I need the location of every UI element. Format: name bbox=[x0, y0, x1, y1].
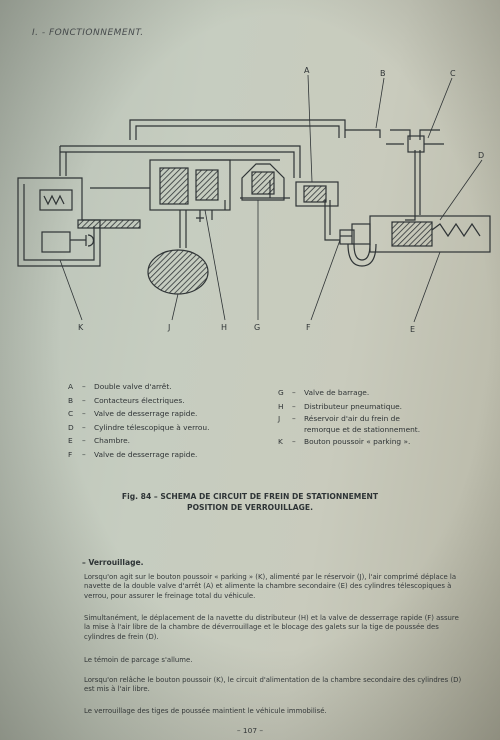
figure-caption-line1: Fig. 84 – SCHEMA DE CIRCUIT DE FREIN DE … bbox=[121, 492, 379, 501]
component-D-cylinder bbox=[340, 215, 491, 253]
legend-left: A–Double valve d'arrêt. B–Contacteurs él… bbox=[68, 380, 209, 461]
diagram-label-K: K bbox=[78, 323, 84, 332]
diagram-label-J: J bbox=[167, 323, 170, 332]
paragraph-2: Simultanément, le déplacement de la nave… bbox=[84, 614, 459, 641]
legend-item: K–Bouton poussoir « parking ». bbox=[278, 437, 411, 446]
diagram-label-C: C bbox=[450, 69, 456, 78]
paragraph-1: Lorsqu'on agit sur le bouton poussoir « … bbox=[84, 573, 457, 600]
legend-item: E–Chambre. bbox=[68, 436, 131, 445]
component-C-quick-release bbox=[386, 135, 444, 153]
component-F-valve bbox=[339, 229, 377, 267]
legend-item: B–Contacteurs électriques. bbox=[68, 395, 185, 405]
leader-lines bbox=[59, 74, 483, 323]
section-header: I. - FONCTIONNEMENT. bbox=[32, 28, 144, 38]
legend-item: D–Cylindre télescopique à verrou. bbox=[68, 422, 210, 432]
diagram-label-H: H bbox=[221, 323, 227, 332]
diagram-label-F: F bbox=[306, 323, 311, 332]
section-title: – Verrouillage. bbox=[82, 558, 144, 567]
paragraph-5: Le verrouillage des tiges de poussée mai… bbox=[84, 707, 327, 715]
legend-item: remorque et de stationnement. bbox=[304, 425, 421, 434]
figure-caption-line2: POSITION DE VERROUILLAGE. bbox=[187, 503, 313, 512]
diagram-label-G: G bbox=[254, 323, 260, 332]
component-J-reservoir bbox=[147, 249, 209, 295]
legend-item: J–Réservoir d'air du frein de bbox=[278, 414, 400, 423]
component-A-double-valve bbox=[295, 181, 339, 207]
paragraph-3: Le témoin de parcage s'allume. bbox=[84, 656, 193, 664]
page-number: – 107 – bbox=[236, 726, 264, 735]
legend-item: G–Valve de barrage. bbox=[278, 388, 370, 397]
diagram-label-E: E bbox=[410, 325, 415, 334]
diagram-label-A: A bbox=[304, 66, 310, 75]
component-H-distributor bbox=[149, 159, 231, 222]
pipe-lines bbox=[59, 119, 440, 248]
component-K-housing bbox=[17, 177, 141, 267]
legend-item: C–Valve de desserrage rapide. bbox=[68, 409, 198, 418]
component-G-valve bbox=[241, 163, 285, 201]
legend-right: G–Valve de barrage. H–Distributeur pneum… bbox=[278, 386, 420, 449]
legend-item: F–Valve de desserrage rapide. bbox=[68, 449, 198, 459]
legend-item: H–Distributeur pneumatique. bbox=[278, 401, 403, 411]
figure-caption: Fig. 84 – SCHEMA DE CIRCUIT DE FREIN DE … bbox=[100, 491, 400, 513]
paragraph-4: Lorsqu'on relâche le bouton poussoir (K)… bbox=[84, 676, 462, 694]
brake-circuit-diagram: A B C D E F G H J K bbox=[17, 66, 491, 334]
legend-item: A–Double valve d'arrêt. bbox=[68, 382, 172, 391]
diagram-label-D: D bbox=[478, 151, 484, 160]
diagram-label-B: B bbox=[380, 69, 386, 78]
